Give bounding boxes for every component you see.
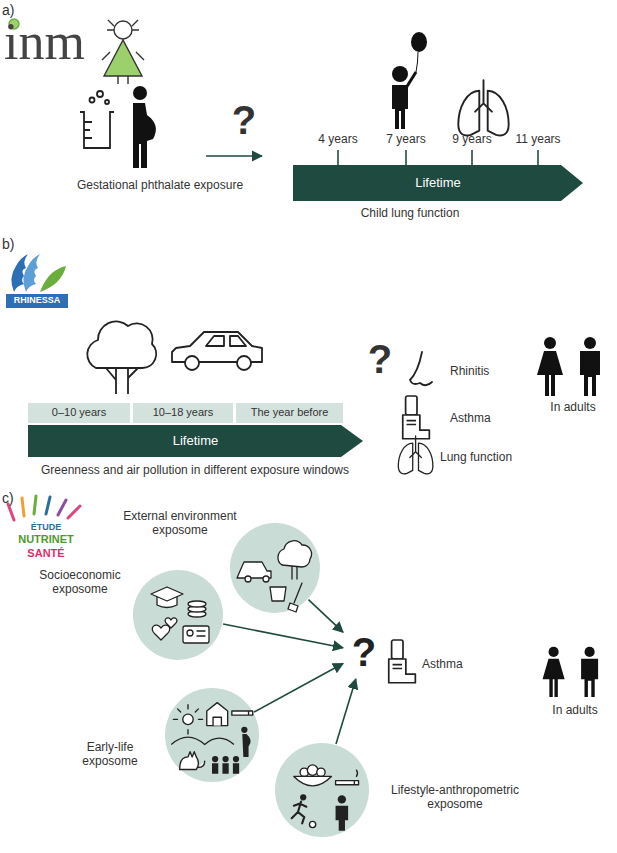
tree-icon	[87, 321, 156, 394]
outcome-label: Rhinitis	[450, 364, 530, 378]
lungs-icon	[458, 80, 508, 135]
nutrinet-logo	[8, 496, 80, 520]
timeline-ticks	[338, 150, 538, 165]
exposome-icons	[133, 570, 223, 660]
child-icon	[392, 32, 427, 129]
inhaler-icon	[403, 396, 430, 439]
node-text: 10–18 years	[153, 406, 214, 419]
outcome-label: Asthma	[422, 657, 502, 671]
panel-letter: b)	[2, 236, 32, 253]
node-text: 0–10 years	[52, 406, 106, 419]
age-label: 4 years	[308, 132, 368, 146]
node-text: Lifetime	[415, 175, 461, 191]
outcome-label: Asthma	[450, 411, 530, 425]
exposome-label: Lifestyle-anthropometric exposome	[375, 783, 535, 812]
question-mark: ?	[346, 628, 382, 676]
rhinessa-logo	[6, 254, 68, 308]
exposome-circle: Socioeconomic exposome	[133, 570, 223, 660]
woman-icon	[537, 337, 563, 396]
logo-text: ÉTUDE	[4, 522, 88, 533]
exposure-window-box: The year before	[236, 403, 343, 423]
man-icon	[581, 647, 598, 697]
exposome-icons	[275, 743, 369, 837]
exposure-window-box: 0–10 years	[28, 403, 130, 423]
exposome-label: Socioeconomic exposome	[30, 568, 130, 597]
exposure-label: Greenness and air pollution in different…	[10, 463, 380, 477]
logo-text: NUTRINET	[4, 533, 88, 546]
exposome-circle: Early-life exposome	[165, 688, 259, 782]
logo-text: inm	[4, 16, 104, 68]
exposome-circle: External environment exposome	[230, 523, 320, 613]
age-label: 7 years	[376, 132, 436, 146]
question-mark: ?	[364, 335, 396, 383]
connector-arrow	[308, 600, 343, 633]
node-text: Lifetime	[173, 433, 219, 449]
nose-icon	[410, 352, 432, 385]
exposome-icons	[165, 688, 259, 782]
exposure-arrow	[206, 155, 262, 157]
lifetime-band: Lifetime	[293, 165, 583, 201]
lungs-icon	[398, 436, 433, 474]
pregnant-woman-icon	[133, 86, 156, 168]
woman-icon	[543, 647, 565, 697]
exposome-icons	[230, 523, 320, 613]
car-icon	[172, 332, 262, 370]
logo-text: RHINESSA	[6, 295, 68, 306]
band-arrow	[28, 425, 363, 457]
connector-arrow	[254, 663, 343, 712]
band-arrow	[293, 165, 583, 201]
exposure-window-box: 10–18 years	[133, 403, 233, 423]
exposome-circle: Lifestyle-anthropometric exposome	[275, 743, 369, 837]
lifetime-band: Lifetime	[28, 425, 363, 457]
inhaler-icon	[389, 640, 416, 683]
population-label: In adults	[535, 703, 615, 717]
exposome-label: Early-life exposome	[68, 740, 152, 769]
exposome-label: External environment exposome	[115, 509, 245, 538]
connector-arrow	[223, 624, 343, 648]
question-mark: ?	[224, 96, 264, 144]
node-text: The year before	[251, 406, 329, 419]
connector-arrow	[336, 679, 356, 744]
logo-text: SANTÉ	[4, 547, 88, 560]
node-text: ?	[352, 632, 376, 672]
population-label: In adults	[533, 400, 613, 414]
beaker-icon	[80, 91, 114, 148]
outcome-label: Lung function	[440, 450, 530, 464]
exposure-label: Gestational phthalate exposure	[40, 178, 280, 192]
age-label: 9 years	[442, 132, 502, 146]
panel-letter: c)	[2, 490, 32, 507]
man-icon	[580, 337, 600, 396]
age-label: 11 years	[508, 132, 568, 146]
outcome-label: Child lung function	[310, 206, 510, 220]
